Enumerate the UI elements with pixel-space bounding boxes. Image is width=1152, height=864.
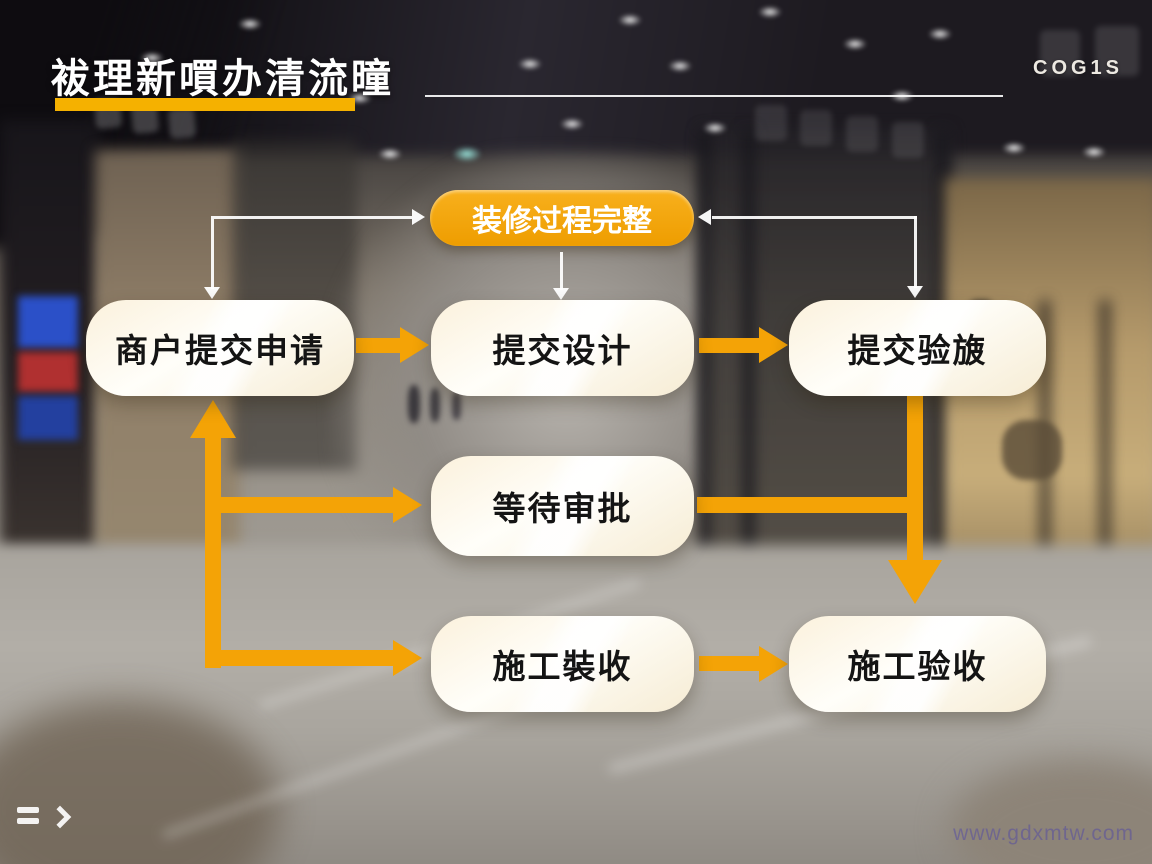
ceiling-light [452,146,482,162]
bg-sign-blob [1095,26,1139,76]
arrow-backbone-to-handover [205,650,395,666]
ceiling-light [843,38,867,50]
bg-blob [18,296,78,348]
ceiling-light [140,52,164,64]
page-title: 袚理新嘪办清流曈 [50,57,394,101]
flow-node-label: 商户提交申请 [115,332,325,369]
bg-blob [1002,420,1062,480]
arrow-backbone-to-approval-head [393,487,422,523]
menu-bars-icon[interactable] [17,807,39,829]
connector-pill-to-inspection-arrowhead [698,209,711,225]
arrow-merchant-to-design [356,338,402,353]
ceiling-light [518,58,542,70]
arrow-merchant-to-design-head [400,327,429,363]
ceiling-light [378,148,402,160]
flow-node-await-approval: 等待审批 [431,456,694,556]
flow-node-label: 施工裝收 [492,648,633,685]
bg-blob [430,388,440,422]
ceiling-light [758,6,782,18]
bg-sign-blob [892,122,924,158]
connector-pill-to-inspection-arrowhead [907,286,923,298]
bg-blob [1100,300,1110,560]
bg-sign-blob [1040,30,1080,76]
arrow-handover-to-inspection-head [759,646,788,682]
header-rule [425,95,1003,97]
arrow-backbone-up-head [190,400,236,438]
ceiling-light [1002,142,1026,154]
ceiling-light [703,122,727,134]
arrow-approval-to-right [697,497,909,513]
watermark: www.gdxmtw.com [953,822,1134,845]
connector-pill-to-inspection [712,216,917,219]
ceiling-light [238,18,262,30]
ceiling-light [618,14,642,26]
flow-node-construction-handover: 施工裝收 [431,616,694,712]
arrow-design-to-inspection [699,338,759,353]
arrow-backbone-to-approval [205,497,395,513]
bg-blob [408,385,420,423]
title-underline [55,98,355,111]
bg-sign-blob [755,105,787,141]
flow-node-label: 提交设计 [492,332,633,369]
bg-blob [452,392,461,420]
flow-pill-process-complete: 装修过程完整 [430,190,694,246]
connector-pill-to-design-arrowhead [553,288,569,300]
brand-logo: COG1S [1033,57,1124,79]
arrow-inspection-down [907,390,923,562]
flow-pill-label: 装修过程完整 [472,205,652,238]
arrow-handover-to-inspection [699,656,759,671]
connector-pill-to-design [560,252,563,290]
flow-node-construction-inspection: 施工验收 [789,616,1046,712]
ceiling-light [1082,146,1106,158]
ceiling-light [928,28,952,40]
flow-node-submit-design: 提交设计 [431,300,694,396]
ceiling-light [560,118,584,130]
connector-pill-to-merchant-arrowhead [412,209,425,225]
connector-pill-to-merchant-arrowhead [204,287,220,299]
ceiling-light [668,60,692,72]
flow-node-label: 等待审批 [492,490,633,527]
bg-sign-blob [800,110,832,146]
connector-pill-to-merchant [211,216,412,219]
arrow-inspection-down-head [888,560,942,604]
flow-node-label: 提交验旇 [847,332,988,369]
bg-blob [18,396,78,440]
bg-sign-blob [846,116,878,152]
arrow-backbone-left [205,436,221,668]
flow-node-submit-inspection: 提交验旇 [789,300,1046,396]
connector-pill-to-inspection [914,216,917,288]
flow-node-merchant-apply: 商户提交申请 [86,300,354,396]
bg-sign-blob [167,106,197,140]
arrow-backbone-to-handover-head [393,640,422,676]
bg-blob [18,352,78,392]
connector-pill-to-merchant [211,219,214,289]
arrow-design-to-inspection-head [759,327,788,363]
flow-node-label: 施工验收 [847,648,988,685]
